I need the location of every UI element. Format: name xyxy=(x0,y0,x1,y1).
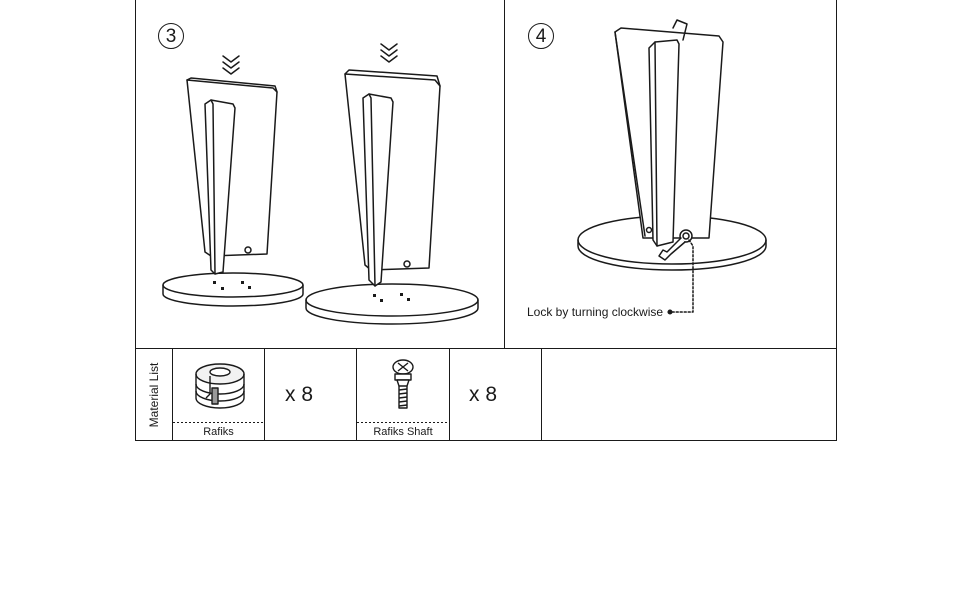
step-3-number: 3 xyxy=(158,23,184,49)
frame-table-top xyxy=(135,348,837,349)
rafiks-label: Rafiks xyxy=(203,426,234,438)
assembly-instruction-sheet: 3 xyxy=(135,0,837,441)
rafiks-shaft-quantity: x 8 xyxy=(469,383,498,406)
step-4-number: 4 xyxy=(528,23,554,49)
table-col-divider xyxy=(172,349,173,441)
hex-key-icon xyxy=(658,237,686,261)
table-col-divider xyxy=(356,349,357,441)
slotted-panel xyxy=(362,93,394,287)
cam-lock-icon xyxy=(195,363,245,409)
slotted-panel xyxy=(204,99,236,275)
material-list-label: Material List xyxy=(146,362,161,428)
cam-hole-icon xyxy=(403,260,411,268)
table-col-divider xyxy=(541,349,542,441)
rafiks-quantity: x 8 xyxy=(285,383,314,406)
round-base-disc xyxy=(162,272,304,307)
table-col-divider xyxy=(264,349,265,441)
down-arrow-icon xyxy=(380,43,398,63)
cam-hole-icon xyxy=(244,246,252,254)
callout-leader xyxy=(670,239,694,313)
lock-instruction-note: Lock by turning clockwise xyxy=(527,305,664,319)
material-list-title: Material List xyxy=(135,349,172,441)
step-4-illustration xyxy=(577,19,767,315)
frame-step-divider xyxy=(504,0,505,349)
step-3-illustration xyxy=(162,43,479,325)
round-base-disc xyxy=(305,283,479,325)
frame-bottom-border xyxy=(135,440,837,441)
down-arrow-icon xyxy=(222,55,240,75)
assembled-panel xyxy=(648,39,680,247)
frame-left-border xyxy=(135,0,136,441)
label-divider xyxy=(173,422,264,423)
rafiks-shaft-label: Rafiks Shaft xyxy=(373,426,433,438)
cam-bolt-icon xyxy=(392,359,414,409)
frame-right-border xyxy=(836,0,837,441)
label-divider xyxy=(357,422,449,423)
table-col-divider xyxy=(449,349,450,441)
